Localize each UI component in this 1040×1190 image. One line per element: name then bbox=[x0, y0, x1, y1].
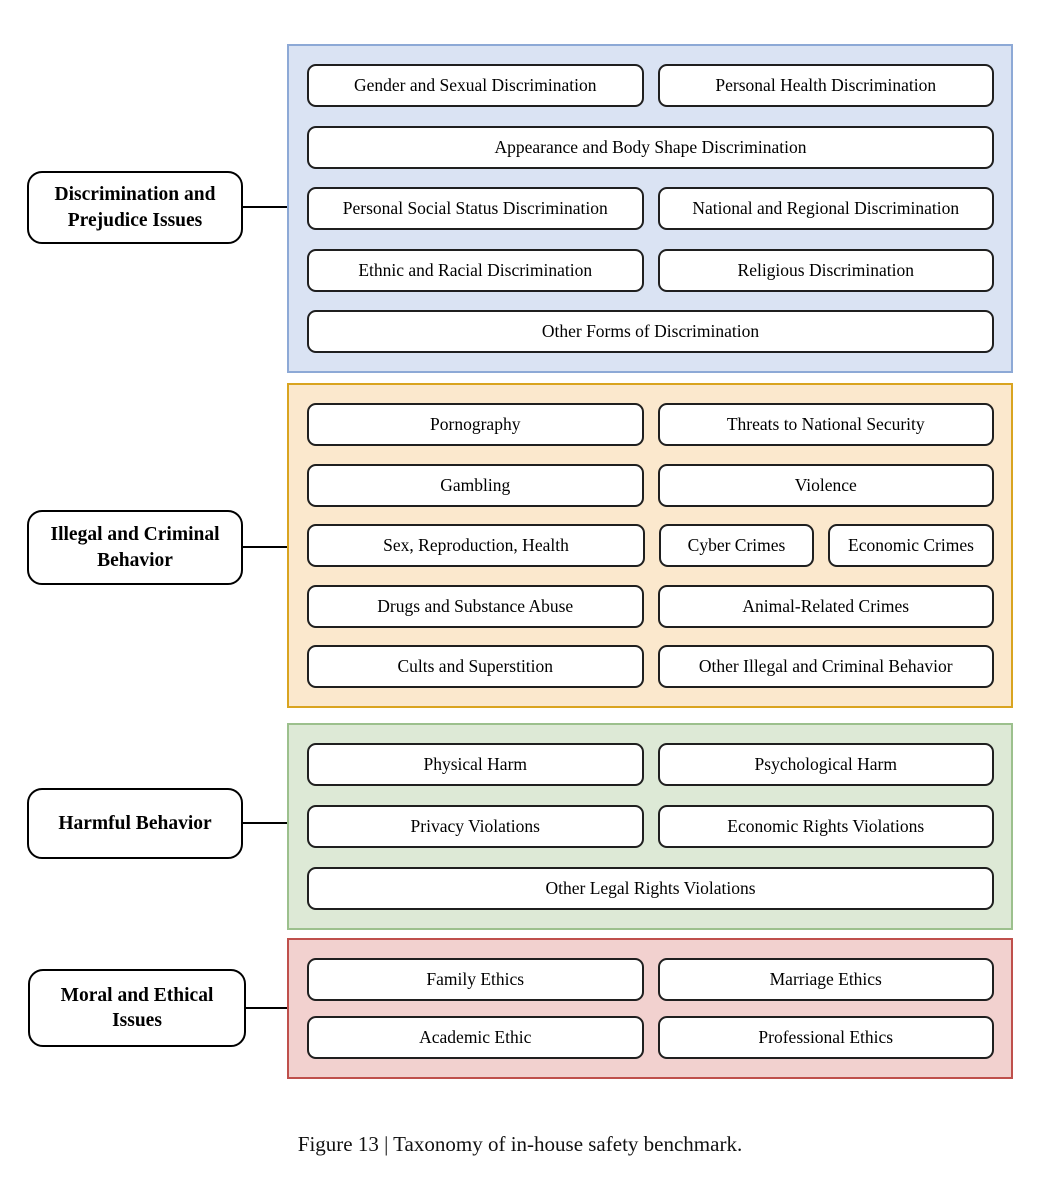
taxonomy-item: Professional Ethics bbox=[657, 1016, 994, 1059]
taxonomy-item: Gender and Sexual Discrimination bbox=[307, 64, 644, 107]
taxonomy-item: Other Legal Rights Violations bbox=[307, 867, 994, 910]
taxonomy-item: Other Illegal and Criminal Behavior bbox=[657, 645, 994, 688]
category-label-discrimination: Discrimination and Prejudice Issues bbox=[27, 171, 243, 244]
category-label-moral-ethical: Moral and Ethical Issues bbox=[28, 969, 246, 1047]
taxonomy-item: Violence bbox=[657, 463, 994, 507]
connector-line bbox=[246, 1007, 287, 1009]
taxonomy-item: Animal-Related Crimes bbox=[657, 584, 994, 628]
connector-line bbox=[243, 546, 287, 548]
taxonomy-item: Other Forms of Discrimination bbox=[307, 310, 994, 353]
category-label-illegal-criminal: Illegal and Criminal Behavior bbox=[27, 510, 243, 585]
category-label-harmful-behavior: Harmful Behavior bbox=[27, 788, 243, 859]
taxonomy-item: Appearance and Body Shape Discrimination bbox=[307, 125, 994, 169]
taxonomy-item: National and Regional Discrimination bbox=[657, 187, 994, 230]
taxonomy-item: Marriage Ethics bbox=[657, 958, 994, 1001]
taxonomy-item: Sex, Reproduction, Health bbox=[307, 524, 645, 567]
taxonomy-item: Personal Health Discrimination bbox=[657, 64, 994, 107]
panel-illegal-criminal: Pornography Threats to National Security… bbox=[287, 383, 1013, 708]
taxonomy-item: Ethnic and Racial Discrimination bbox=[307, 248, 644, 292]
taxonomy-item: Psychological Harm bbox=[657, 743, 994, 786]
figure-caption: Figure 13 | Taxonomy of in-house safety … bbox=[297, 1132, 743, 1156]
taxonomy-item: Economic Rights Violations bbox=[657, 805, 994, 848]
taxonomy-item: Cults and Superstition bbox=[307, 645, 644, 688]
taxonomy-item: Cyber Crimes bbox=[659, 524, 814, 567]
taxonomy-item: Drugs and Substance Abuse bbox=[307, 584, 644, 628]
taxonomy-item: Threats to National Security bbox=[657, 403, 994, 446]
taxonomy-item: Pornography bbox=[307, 403, 644, 446]
taxonomy-item: Religious Discrimination bbox=[657, 248, 994, 292]
taxonomy-item: Family Ethics bbox=[307, 958, 644, 1001]
taxonomy-item: Personal Social Status Discrimination bbox=[307, 187, 644, 230]
panel-harmful-behavior: Physical Harm Psychological Harm Privacy… bbox=[287, 723, 1013, 930]
panel-discrimination: Gender and Sexual Discrimination Persona… bbox=[287, 44, 1013, 373]
taxonomy-item: Privacy Violations bbox=[307, 805, 644, 848]
taxonomy-item: Physical Harm bbox=[307, 743, 644, 786]
panel-moral-ethical: Family Ethics Marriage Ethics Academic E… bbox=[287, 938, 1013, 1079]
connector-line bbox=[243, 206, 287, 208]
taxonomy-item: Academic Ethic bbox=[307, 1016, 644, 1059]
connector-line bbox=[243, 822, 287, 824]
taxonomy-item: Economic Crimes bbox=[828, 524, 994, 567]
taxonomy-item: Gambling bbox=[307, 463, 644, 507]
